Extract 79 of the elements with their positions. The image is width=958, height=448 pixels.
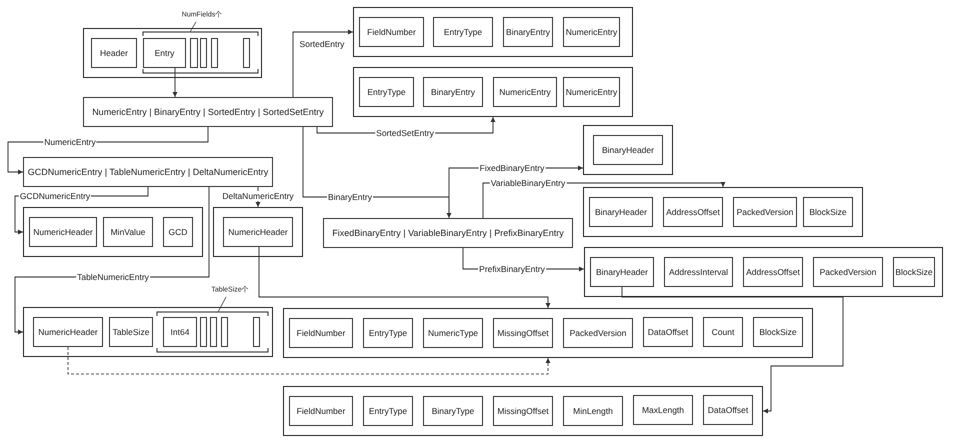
field-box: NumericHeader xyxy=(29,217,97,247)
field-box: AddressOffset xyxy=(743,257,803,287)
field-box: DataOffset xyxy=(703,395,753,425)
field-box: NumericEntry xyxy=(563,17,620,47)
container-box xyxy=(584,247,943,297)
field-box: FieldNumber xyxy=(289,318,353,348)
field-box: MinValue xyxy=(103,217,153,247)
field-box: BlockSize xyxy=(803,197,853,227)
field-box: BinaryEntry xyxy=(503,17,553,47)
field-box: Entry xyxy=(143,38,186,68)
arrow xyxy=(68,346,550,374)
field-box: PackedVersion xyxy=(813,257,883,287)
container-box xyxy=(583,187,863,237)
field-box: NumericEntry xyxy=(493,77,557,107)
edge-label: SortedSetEntry xyxy=(375,128,435,138)
field-box: BlockSize xyxy=(893,257,935,287)
slot-box xyxy=(190,38,198,68)
container-box xyxy=(583,125,673,175)
container-box xyxy=(283,308,813,358)
field-box: EntryType xyxy=(363,318,413,348)
slot-box xyxy=(243,38,250,68)
slot-box xyxy=(210,317,217,347)
type-box: NumericEntry | BinaryEntry | SortedEntry | SortedSetEntry xyxy=(83,97,333,127)
container-box xyxy=(213,207,303,257)
edge-label: PrefixBinaryEntry xyxy=(478,264,546,274)
field-box: EntryType xyxy=(363,396,413,426)
field-box: PackedVersion xyxy=(563,318,633,348)
field-box: EntryType xyxy=(359,77,414,107)
container-box xyxy=(23,307,273,357)
edge-label: SortedEntry xyxy=(298,39,346,49)
container-box xyxy=(23,207,203,257)
field-box: MinLength xyxy=(563,396,623,426)
field-box: BinaryHeader xyxy=(593,135,663,165)
arrow xyxy=(622,286,844,414)
field-box: AddressInterval xyxy=(664,257,733,287)
type-box: FixedBinaryEntry | VariableBinaryEntry | PrefixBinaryEntry xyxy=(323,218,573,248)
field-box: MaxLength xyxy=(633,395,693,425)
container-box xyxy=(353,7,633,57)
field-box: EntryType xyxy=(433,17,493,47)
field-box: Header xyxy=(91,38,137,68)
field-box: Int64 xyxy=(163,317,197,347)
container-box xyxy=(283,386,763,436)
arrow xyxy=(172,68,178,98)
field-box: AddressOffset xyxy=(663,197,723,227)
slot-box xyxy=(253,317,260,347)
slot-box xyxy=(211,38,218,68)
field-box: NumericType xyxy=(423,318,483,348)
field-box: NumericHeader xyxy=(33,317,103,347)
slot-box xyxy=(221,317,228,347)
field-box: DataOffset xyxy=(643,317,693,347)
edge-label: DeltaNumericEntry xyxy=(221,191,295,201)
field-box: NumericHeader xyxy=(223,217,293,247)
arrow xyxy=(292,30,354,98)
edge-label: VariableBinaryEntry xyxy=(490,178,566,188)
container-box xyxy=(353,67,633,117)
edge-label: FixedBinaryEntry xyxy=(478,163,546,173)
field-box: BinaryHeader xyxy=(590,257,654,287)
field-box: MissingOffset xyxy=(493,396,553,426)
arrow xyxy=(258,246,550,308)
edge-label: TableNumericEntry xyxy=(76,272,150,282)
field-box: PackedVersion xyxy=(733,197,797,227)
field-box: FieldNumber xyxy=(359,17,424,47)
slot-box xyxy=(200,38,207,68)
container-box xyxy=(83,28,262,78)
field-box: GCD xyxy=(163,217,193,247)
edge-label: NumericEntry xyxy=(43,137,97,147)
field-box: TableSize xyxy=(109,317,153,347)
field-box: BinaryEntry xyxy=(423,77,483,107)
edge-label: GCDNumericEntry xyxy=(18,191,92,201)
field-box: BlockSize xyxy=(753,317,803,347)
field-box: BinaryHeader xyxy=(589,197,653,227)
field-box: NumericEntry xyxy=(563,77,620,107)
type-box: GCDNumericEntry | TableNumericEntry | DeltaNumericEntry xyxy=(23,157,273,187)
slot-box xyxy=(200,317,207,347)
edge-label: BinaryEntry xyxy=(327,192,373,202)
field-box: FieldNumber xyxy=(289,396,353,426)
field-box: MissingOffset xyxy=(493,318,553,348)
field-box: BinaryType xyxy=(423,396,483,426)
field-box: Count xyxy=(703,317,743,347)
